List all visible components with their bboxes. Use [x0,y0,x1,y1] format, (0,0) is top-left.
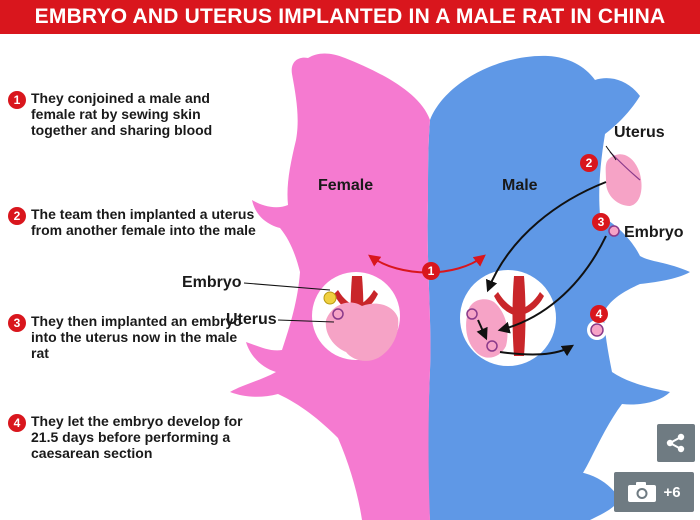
step-text: The team then implanted a uterus from an… [31,206,256,238]
male-label: Male [502,177,538,194]
step-number: 2 [8,207,26,225]
step-text: They conjoined a male and female rat by … [31,90,213,138]
step-number: 1 [8,91,26,109]
share-button[interactable] [657,424,695,462]
illustration [230,53,690,520]
delivered-embryo [587,320,607,340]
leader-embryo-left [243,282,331,291]
uterus-label-right: Uterus [614,124,665,141]
arrow-embryo-to-male [497,235,607,334]
step-3: 3 They then implanted an embryo into the… [8,313,258,361]
share-icon [666,433,685,453]
marker-number: 1 [422,262,440,280]
marker-number: 3 [592,213,610,231]
arrow-uterus-to-male [486,181,607,293]
embryo-label-right: Embryo [624,224,684,241]
page-title: EMBRYO AND UTERUS IMPLANTED IN A MALE RA… [0,0,700,34]
leader-uterus-left [277,319,335,323]
step-1: 1 They conjoined a male and female rat b… [8,90,258,138]
marker-1: 1 [422,261,445,280]
marker-2: 2 [580,153,603,172]
marker-3: 3 [592,212,615,231]
marker-number: 2 [580,154,598,172]
embryo-label-left: Embryo [182,274,242,291]
female-label: Female [318,177,374,194]
leader-uterus-right [605,145,617,161]
step-text: They then implanted an embryo into the u… [31,313,242,361]
marker-4: 4 [590,304,613,323]
step-4: 4 They let the embryo develop for 21.5 d… [8,413,258,461]
uterus-label-left: Uterus [226,311,277,328]
step-2: 2 The team then implanted a uterus from … [8,206,258,238]
gallery-button[interactable]: +6 [614,472,694,512]
male-rat-silhouette [427,55,690,520]
gallery-count: +6 [663,483,681,501]
step-number: 3 [8,314,26,332]
male-inset-circle [460,270,575,366]
female-inset-circle [312,272,400,361]
step-text: They let the embryo develop for 21.5 day… [31,413,243,461]
camera-icon [628,482,657,502]
step-number: 4 [8,414,26,432]
donor-uterus [605,151,642,206]
donor-embryo [608,225,620,237]
marker-number: 4 [590,305,608,323]
